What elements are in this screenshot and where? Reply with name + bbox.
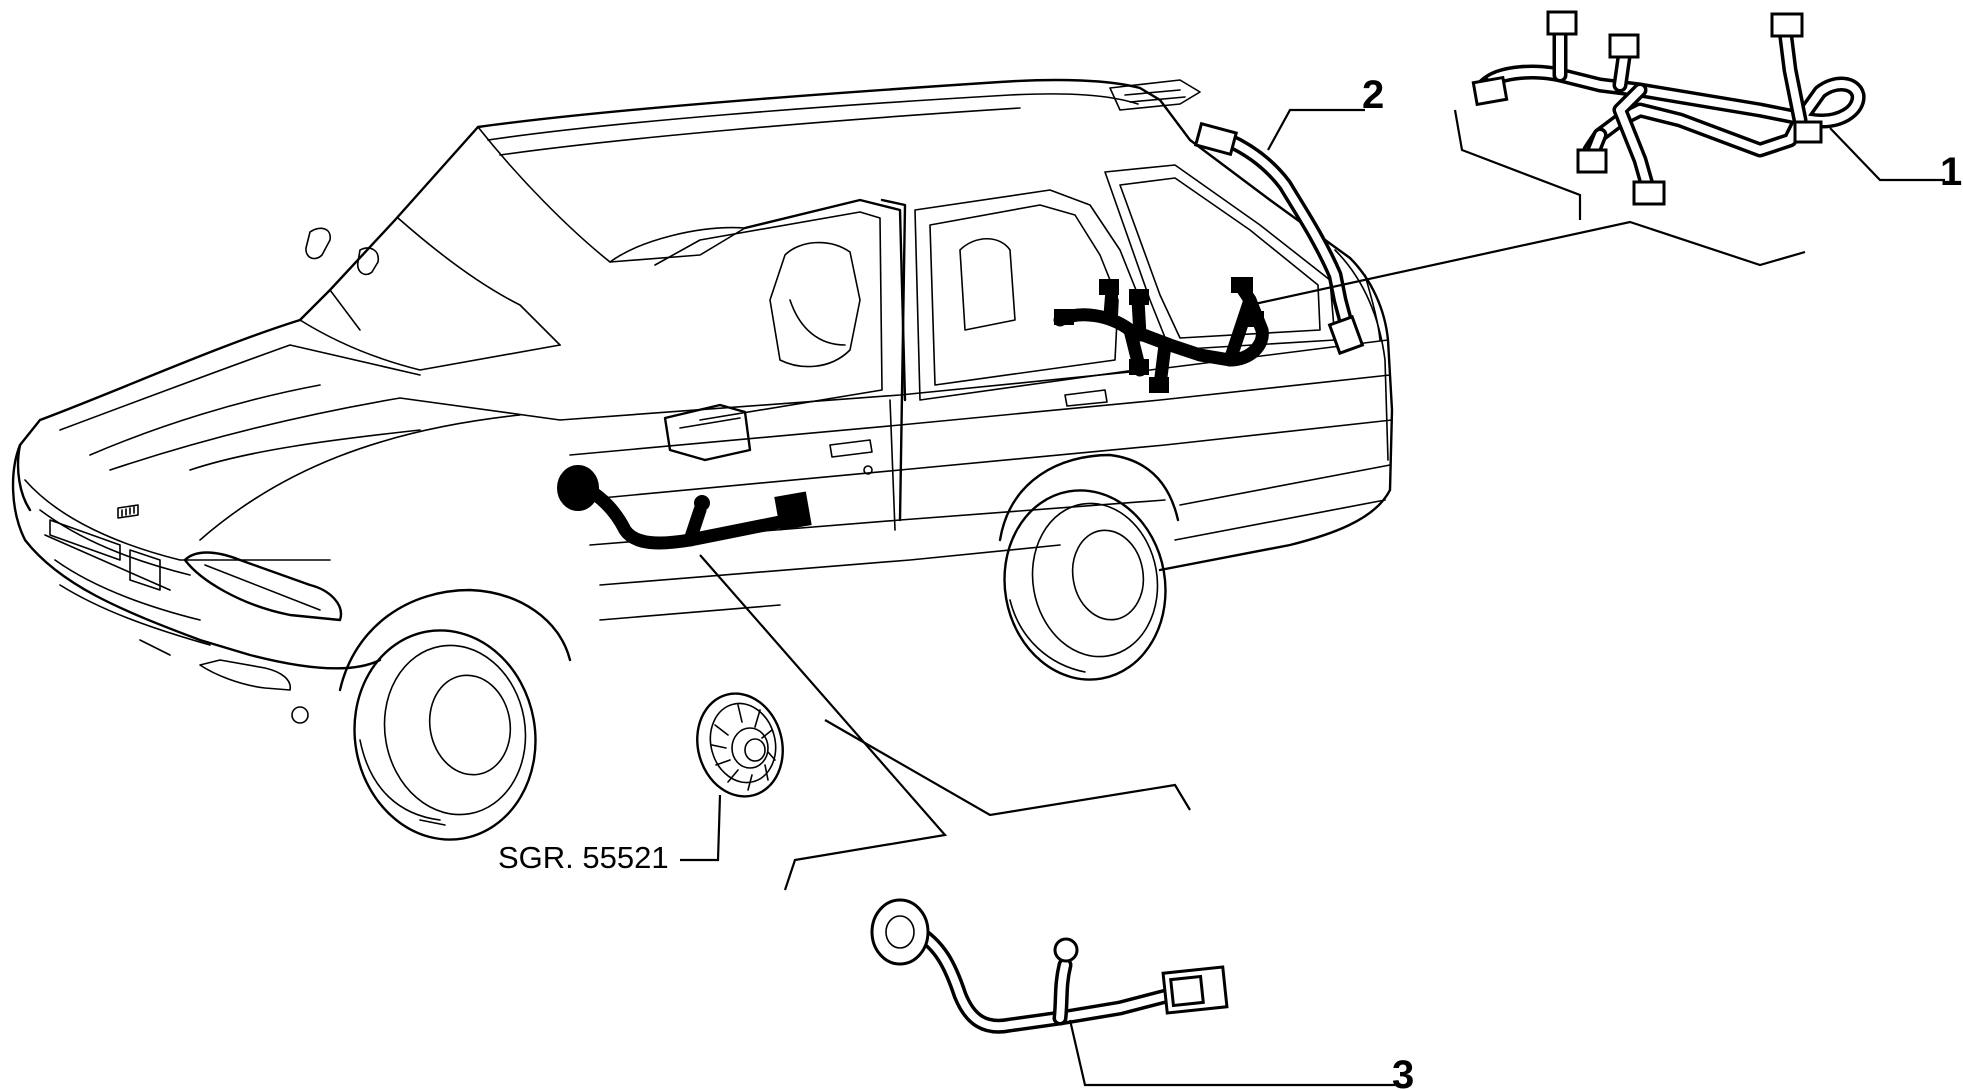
leader-lines — [680, 108, 1945, 1087]
callout-2: 2 — [1362, 73, 1384, 117]
callout-1: 1 — [1940, 150, 1962, 194]
station-wagon-car — [11, 78, 1394, 841]
harness-part-2 — [1193, 121, 1365, 356]
harness-part-3-installed — [557, 465, 812, 550]
harness-part-1 — [1471, 10, 1866, 206]
speaker-drawing — [696, 692, 784, 798]
callout-3: 3 — [1392, 1053, 1414, 1090]
harness-part-1-installed — [1053, 277, 1269, 393]
harness-part-3 — [870, 898, 1229, 1034]
speaker-reference-label: SGR. 55521 — [498, 840, 669, 875]
